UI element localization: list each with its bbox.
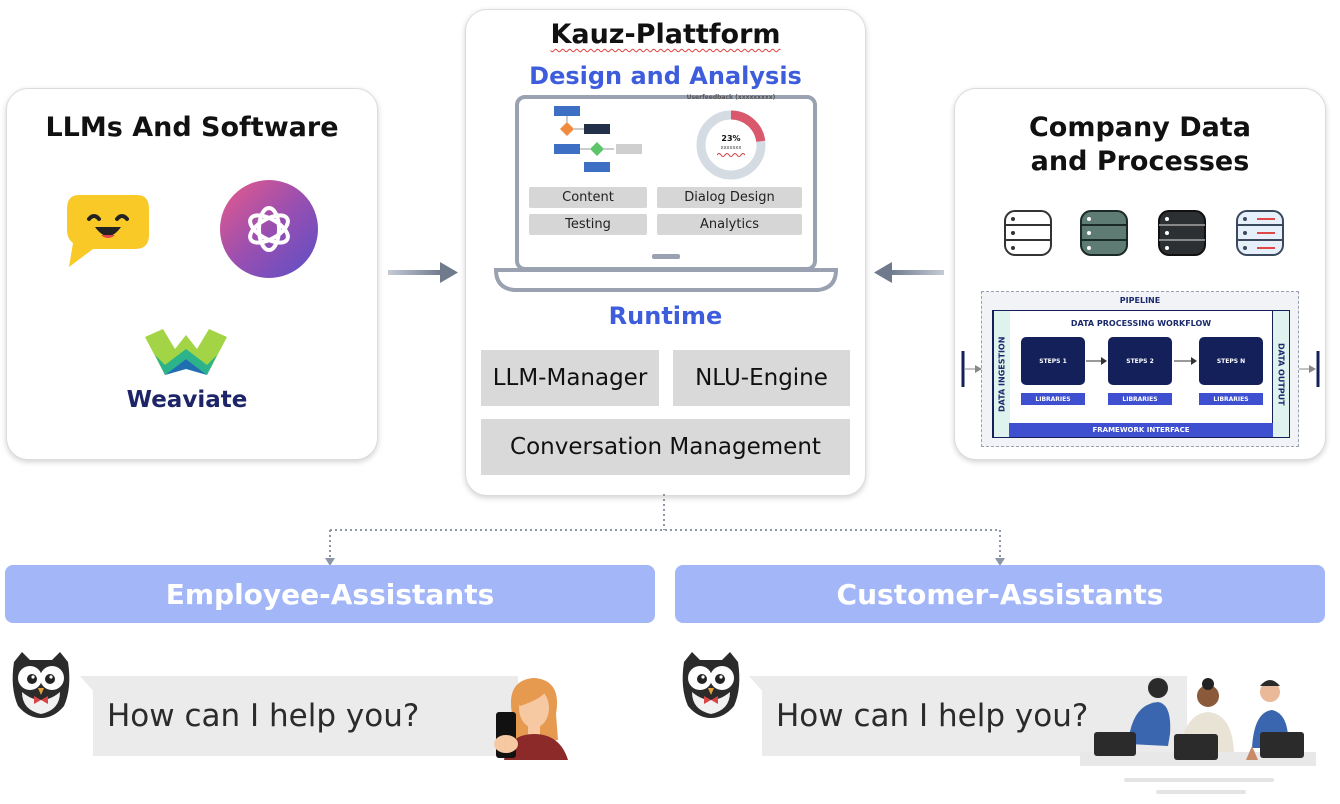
company-title-line1: Company Data <box>1028 112 1252 143</box>
data-ingestion-label: DATA INGESTION <box>993 311 1010 437</box>
platform-title-text: Kauz-Plattform <box>550 19 781 50</box>
framework-interface-bar: FRAMEWORK INTERFACE <box>1009 423 1273 437</box>
company-title-line2: and Processes <box>1030 146 1250 177</box>
library-box: LIBRARIES <box>1199 393 1263 405</box>
kauz-platform-card: Kauz-Plattform Design and Analysis Userf… <box>465 9 866 496</box>
dialog-design-button[interactable]: Dialog Design <box>657 187 802 208</box>
testing-button[interactable]: Testing <box>529 214 647 235</box>
donut-sub: xxxxxxx <box>720 145 742 151</box>
flowchart-icon <box>554 106 642 172</box>
pipeline-inner: DATA INGESTION DATA OUTPUT DATA PROCESSI… <box>992 310 1290 438</box>
conversation-management-box: Conversation Management <box>481 419 850 475</box>
customers-group-icon <box>1080 678 1316 794</box>
bubble-tail-icon <box>80 676 94 692</box>
step-n-box: STEPS N <box>1199 337 1263 385</box>
arrow-left-icon <box>874 262 944 283</box>
feedback-label: Userfeedback (xxxxxxxxx) <box>686 94 776 101</box>
database-icon-dark <box>1158 210 1206 256</box>
llm-manager-box: LLM-Manager <box>481 350 659 406</box>
company-data-card: Company Data and Processes PIPELINE DATA… <box>954 88 1326 460</box>
employee-assistants-bar: Employee-Assistants <box>5 565 655 623</box>
step-2-box: STEPS 2 <box>1108 337 1172 385</box>
pipeline-frame: PIPELINE DATA INGESTION DATA OUTPUT DATA… <box>981 291 1299 447</box>
weaviate-label: Weaviate <box>126 387 248 413</box>
workflow-label: DATA PROCESSING WORKFLOW <box>1070 319 1212 328</box>
donut-percent: 23% <box>721 134 741 143</box>
pipeline-label: PIPELINE <box>1119 296 1161 305</box>
feedback-donut-chart <box>696 110 766 180</box>
library-box: LIBRARIES <box>1108 393 1172 405</box>
platform-title: Kauz-Plattform <box>466 18 865 52</box>
pipeline-output-arrow-icon <box>1299 351 1320 387</box>
step-1-box: STEPS 1 <box>1021 337 1085 385</box>
owl-mascot-icon <box>682 652 740 718</box>
nlu-engine-box: NLU-Engine <box>673 350 850 406</box>
llms-software-card: LLMs And Software Weaviate <box>6 88 378 460</box>
woman-with-phone-icon <box>494 678 568 760</box>
donut-squiggle-icon <box>717 153 745 157</box>
analytics-button[interactable]: Analytics <box>657 214 802 235</box>
pipeline-input-arrow-icon <box>961 351 982 387</box>
llms-title: LLMs And Software <box>45 112 339 143</box>
step-arrow-icon <box>1174 357 1197 365</box>
bubble-tail-icon <box>749 676 763 692</box>
employee-chat-bubble: How can I help you? <box>93 676 518 756</box>
arrow-right-icon <box>388 262 458 283</box>
content-button[interactable]: Content <box>529 187 647 208</box>
database-icon-light-blue <box>1236 210 1284 256</box>
library-box: LIBRARIES <box>1021 393 1085 405</box>
database-icon-white <box>1004 210 1052 256</box>
runtime-heading: Runtime <box>608 302 723 330</box>
dotted-connector <box>325 494 1005 566</box>
step-arrow-icon <box>1086 357 1107 365</box>
database-icon-teal <box>1080 210 1128 256</box>
customer-assistants-bar: Customer-Assistants <box>675 565 1325 623</box>
design-analysis-heading: Design and Analysis <box>529 62 802 90</box>
openai-icon <box>220 180 318 278</box>
data-output-label: DATA OUTPUT <box>1272 311 1289 437</box>
owl-mascot-icon <box>12 652 70 718</box>
weaviate-logo-icon <box>145 329 227 375</box>
chatbot-smiley-icon <box>67 195 149 267</box>
